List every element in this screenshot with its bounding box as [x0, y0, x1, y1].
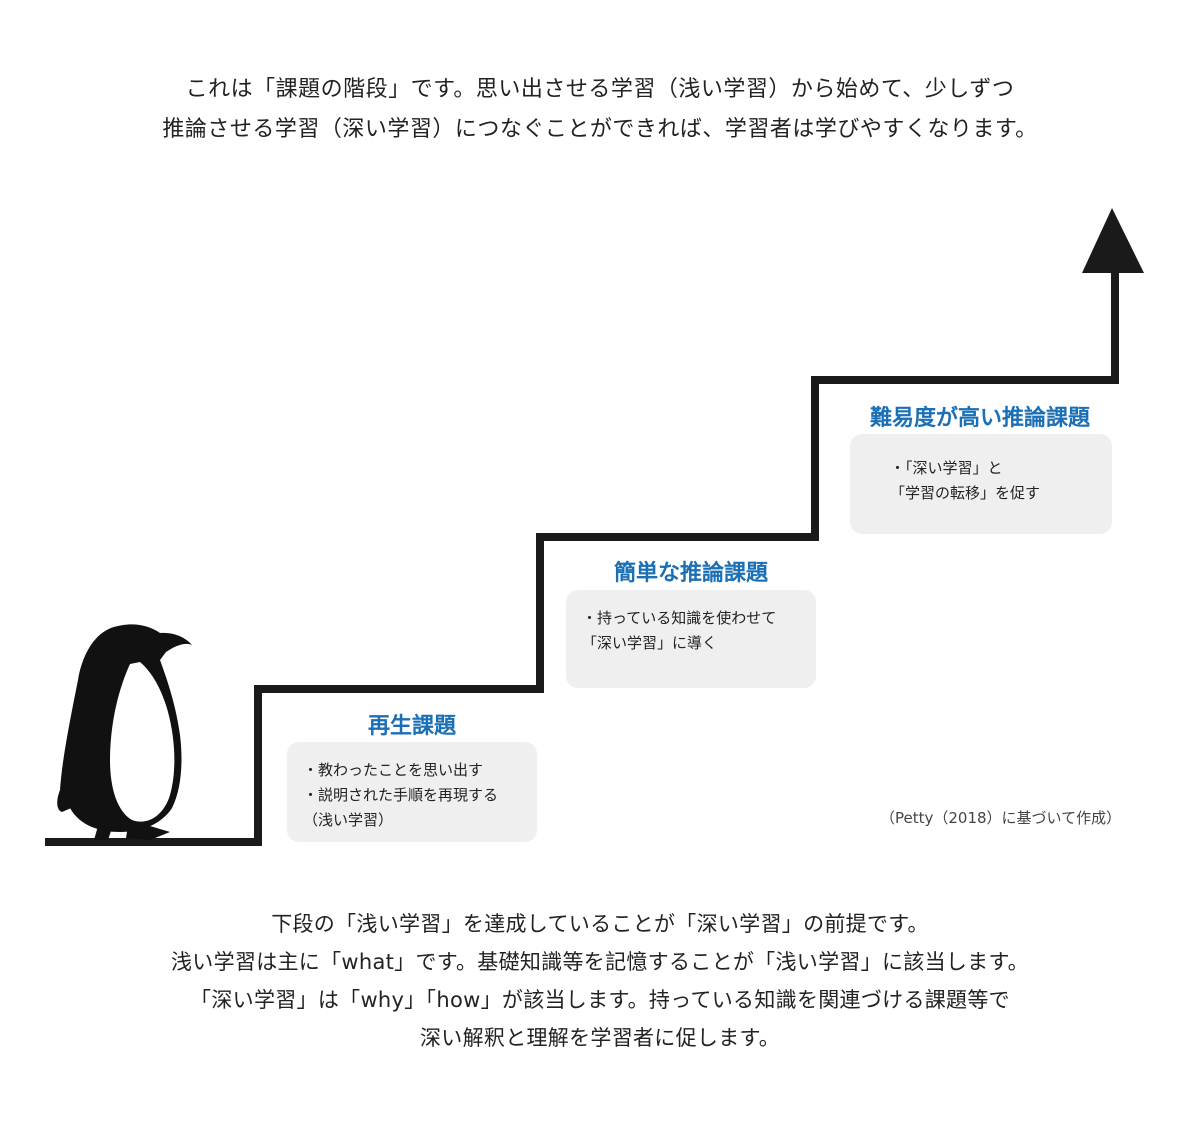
step-line: ・「深い学習」と [890, 459, 1003, 477]
step-line: 「深い学習」に導く [582, 634, 718, 652]
step-line: （浅い学習） [303, 811, 394, 829]
step-box-recall: ・教わったことを思い出す ・説明された手順を再現する （浅い学習） [287, 742, 537, 842]
source-credit: （Petty（2018）に基づいて作成） [880, 809, 1122, 827]
step-title-simple-inference: 簡単な推論課題 [613, 561, 768, 586]
outro-line-3: 「深い学習」は「why」「how」が該当します。持っている知識を関連づける課題等… [190, 988, 1010, 1012]
step-line: ・教わったことを思い出す [303, 761, 484, 779]
intro-line-1: これは「課題の階段」です。思い出させる学習（浅い学習）から始めて、少しずつ [185, 77, 1015, 102]
intro-text: これは「課題の階段」です。思い出させる学習（浅い学習）から始めて、少しずつ 推論… [0, 70, 1200, 150]
arrow-up-icon [1082, 208, 1144, 273]
step-box-advanced-inference: ・「深い学習」と 「学習の転移」を促す [850, 434, 1112, 534]
step-box-simple-inference: ・持っている知識を使わせて 「深い学習」に導く [566, 590, 816, 688]
outro-text: 下段の「浅い学習」を達成していることが「深い学習」の前提です。 浅い学習は主に「… [0, 905, 1200, 1057]
outro-line-4: 深い解釈と理解を学習者に促します。 [420, 1026, 780, 1050]
penguin-icon [57, 624, 192, 840]
step-line: 「学習の転移」を促す [890, 484, 1041, 502]
outro-line-2: 浅い学習は主に「what」です。基礎知識等を記憶することが「浅い学習」に該当しま… [171, 950, 1029, 974]
intro-line-2: 推論させる学習（深い学習）につなぐことができれば、学習者は学びやすくなります。 [162, 117, 1038, 142]
staircase-line [45, 262, 1119, 846]
outro-line-1: 下段の「浅い学習」を達成していることが「深い学習」の前提です。 [271, 912, 929, 936]
step-title-recall: 再生課題 [367, 714, 456, 739]
step-title-advanced-inference: 難易度が高い推論課題 [869, 406, 1090, 431]
step-line: ・説明された手順を再現する [303, 786, 499, 804]
step-line: ・持っている知識を使わせて [582, 609, 777, 627]
